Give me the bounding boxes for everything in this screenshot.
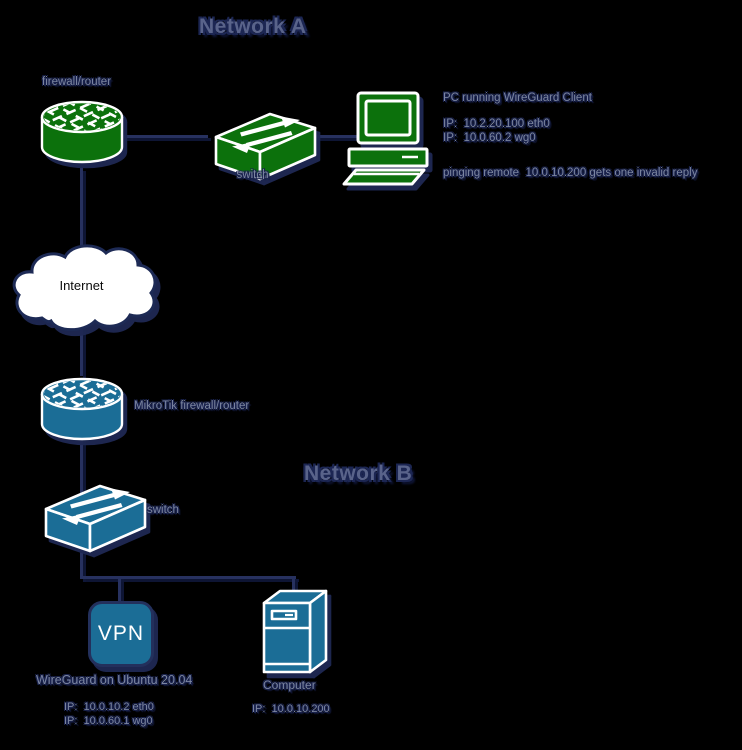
link-firewall-to-internet (80, 168, 83, 250)
internet-label: Internet (59, 278, 104, 293)
internet-cloud-icon (12, 244, 157, 332)
pc-note-label: pinging remote 10.0.10.200 gets one inva… (443, 167, 698, 179)
vpn-caption: WireGuard on Ubuntu 20.04 (36, 673, 193, 687)
monitor-screen (364, 99, 412, 137)
switch-side-face (258, 126, 317, 181)
floppy-slot (270, 609, 298, 621)
computer-ip-label: IP: 10.0.10.200 (252, 703, 330, 715)
switch-arrows (62, 488, 130, 525)
computer-label: Computer (263, 678, 316, 692)
switch-a-label: switch (236, 169, 269, 181)
network-a-title: Network A (199, 15, 307, 38)
system-unit (347, 147, 429, 168)
network-b-title: Network B (304, 462, 413, 485)
link-bus-to-computer (292, 576, 295, 590)
mikrotik-router-label: MikroTik firewall/router (134, 400, 250, 412)
switch-b-icon (44, 484, 147, 553)
network-b-bus (80, 576, 296, 579)
firewall-router-label: firewall/router (42, 76, 112, 88)
pc-ip2-label: IP: 10.0.60.2 wg0 (443, 132, 536, 144)
link-firewall-to-switch-a (122, 135, 208, 138)
pc-icon (342, 91, 429, 186)
computer-icon (262, 589, 328, 674)
vpn-icon: VPN (88, 601, 154, 667)
brick-pattern (44, 103, 120, 131)
pc-ip1-label: IP: 10.2.20.100 eth0 (443, 118, 550, 130)
switch-a-icon (214, 112, 317, 181)
link-bus-to-vpn (118, 576, 121, 603)
firewall-router-icon (40, 100, 124, 164)
link-switch-a-to-pc (302, 135, 358, 138)
tower-side-face (308, 589, 328, 674)
switch-arrows (232, 116, 300, 153)
link-internet-to-mikrotik (80, 326, 83, 376)
vpn-ip1-label: IP: 10.0.10.2 eth0 (64, 701, 154, 713)
pc-title-label: PC running WireGuard Client (443, 92, 592, 104)
keyboard (342, 168, 426, 186)
brick-pattern (44, 380, 120, 408)
switch-side-face (88, 498, 147, 553)
vpn-ip2-label: IP: 10.0.60.1 wg0 (64, 715, 153, 727)
vpn-box-label: VPN (97, 622, 145, 645)
switch-b-label: switch (147, 504, 179, 516)
mikrotik-router-icon (40, 377, 124, 441)
cloud-shape (12, 244, 157, 332)
